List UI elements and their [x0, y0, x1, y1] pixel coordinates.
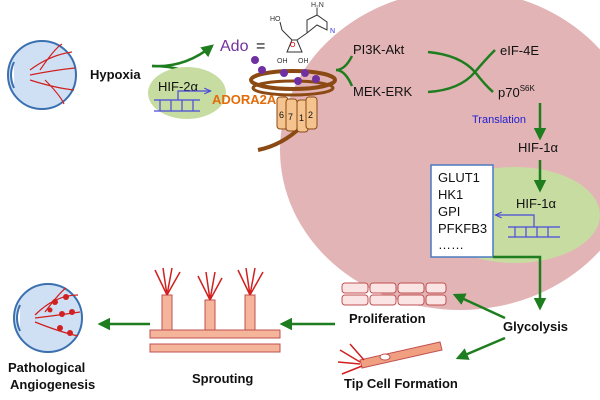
hypoxia-label: Hypoxia	[90, 67, 141, 82]
diseased-eye-icon	[13, 283, 83, 353]
arrow-receptor-split	[335, 55, 354, 87]
hif2a-label: HIF-2α	[158, 79, 199, 94]
svg-text:7: 7	[288, 112, 293, 122]
svg-text:OH: OH	[298, 58, 309, 65]
svg-text:……: ……	[438, 237, 464, 252]
hif1a-cytoplasm-label: HIF-1α	[518, 140, 559, 155]
p70s6k-label: p70S6K	[498, 84, 535, 100]
hif2a-nucleus	[148, 67, 226, 119]
adora2a-receptor: 6 7 1 2	[249, 69, 337, 152]
dna-icon	[496, 215, 560, 238]
eye-icon	[7, 40, 77, 110]
svg-text:6: 6	[279, 110, 284, 120]
adenosine-molecules	[251, 56, 320, 85]
proliferating-cells-icon	[341, 282, 447, 306]
svg-text:GLUT1: GLUT1	[438, 170, 480, 185]
pi3k-akt-label: PI3K-Akt	[353, 42, 405, 57]
eif4e-label: eIF-4E	[500, 43, 539, 58]
cell-body	[280, 0, 600, 310]
tip-cell-icon	[337, 341, 443, 375]
mek-erk-label: MEK-ERK	[353, 84, 413, 99]
svg-text:N: N	[330, 28, 335, 35]
equals-sign: =	[256, 38, 265, 55]
sprouting-vessel-icon	[149, 267, 281, 353]
svg-text:H₂N: H₂N	[311, 2, 324, 9]
tip-cell-formation-label: Tip Cell Formation	[344, 376, 458, 391]
pathological-label: Pathological	[8, 360, 85, 375]
arrow-to-proliferation	[452, 293, 506, 320]
hif1a-nucleus-label: HIF-1α	[516, 196, 557, 211]
glycolysis-label: Glycolysis	[503, 319, 568, 334]
arrow-to-glycolysis	[493, 255, 547, 311]
proliferation-label: Proliferation	[349, 311, 426, 326]
target-genes-box	[430, 164, 494, 258]
svg-text:GPI: GPI	[438, 204, 460, 219]
svg-text:1: 1	[299, 113, 304, 123]
svg-text:PFKFB3: PFKFB3	[438, 221, 487, 236]
svg-text:HK1: HK1	[438, 187, 463, 202]
svg-text:O: O	[290, 42, 296, 49]
arrow-to-ado	[151, 44, 214, 68]
angiogenesis-label: Angiogenesis	[10, 377, 95, 392]
translation-label: Translation	[472, 114, 526, 126]
adora2a-label: ADORA2A	[212, 92, 277, 107]
svg-text:OH: OH	[277, 58, 288, 65]
svg-text:HO: HO	[270, 16, 281, 23]
arrow-to-tip-cell	[455, 336, 506, 360]
ado-label: Ado	[220, 38, 249, 55]
dna-icon	[154, 91, 210, 112]
svg-text:2: 2	[308, 110, 313, 120]
gene-list: GLUT1 HK1 GPI PFKFB3 ……	[438, 170, 487, 252]
adenosine-structure: HO O OH OH H₂N N	[270, 2, 335, 65]
sprouting-label: Sprouting	[192, 371, 253, 386]
arrow-kinases-merge	[427, 49, 496, 94]
